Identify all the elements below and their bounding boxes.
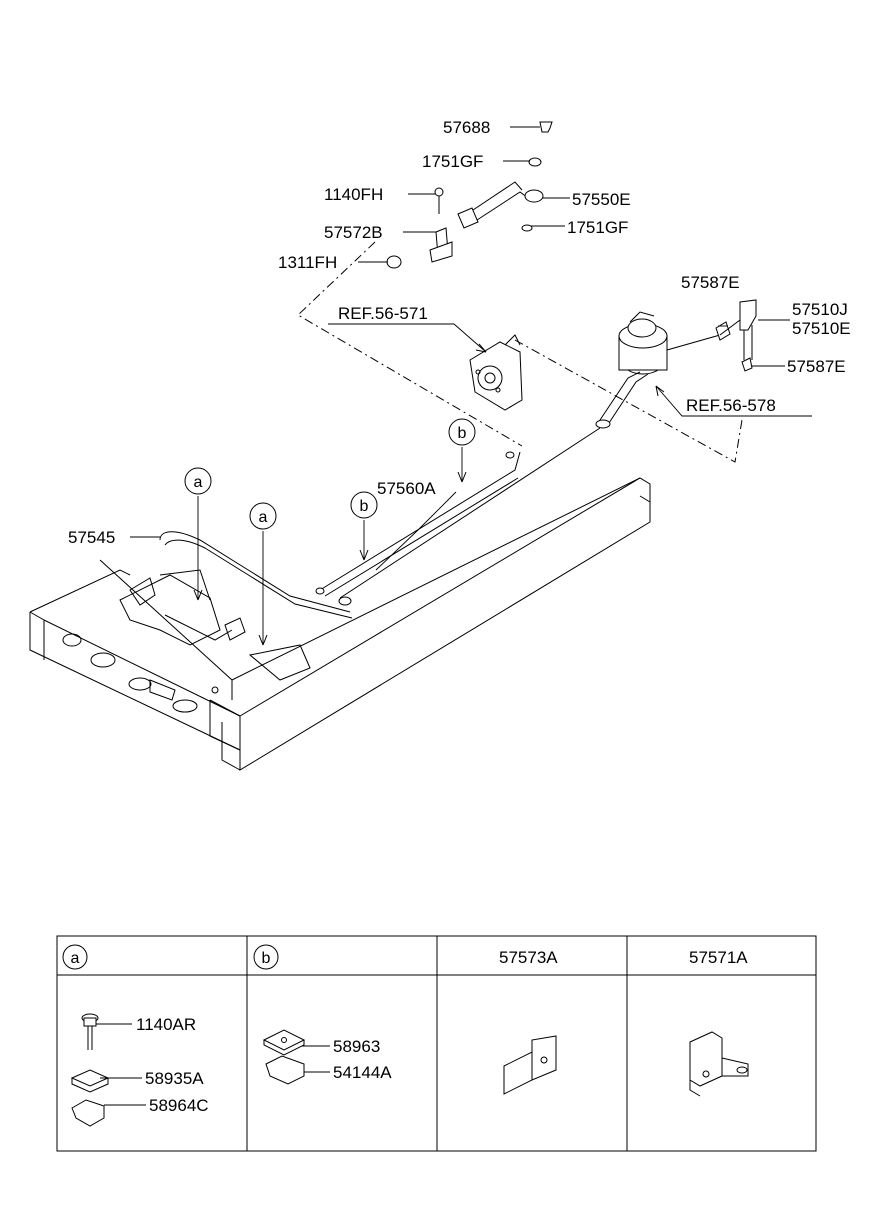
bracket-57571a-drawing bbox=[689, 1031, 749, 1097]
pressure-lines bbox=[159, 427, 601, 619]
cell-a-label-58964c: 58964C bbox=[149, 1096, 209, 1115]
reference-outline bbox=[297, 241, 743, 463]
cell-a-label-58935a: 58935A bbox=[145, 1069, 204, 1088]
svg-text:a: a bbox=[71, 950, 80, 967]
svg-text:b: b bbox=[458, 425, 467, 442]
power-steering-pump bbox=[469, 334, 523, 411]
label-1311fh: 1311FH bbox=[278, 253, 337, 272]
label-57587e-bot: 57587E bbox=[787, 357, 846, 376]
reservoir bbox=[595, 299, 757, 429]
cell-b-drawing bbox=[262, 1029, 330, 1085]
marker-a-1: a bbox=[184, 467, 212, 495]
label-ref-56-578: REF.56-578 bbox=[686, 396, 776, 415]
chassis-frame bbox=[29, 477, 651, 771]
label-57510e: 57510E bbox=[792, 319, 851, 338]
label-57572b: 57572B bbox=[324, 223, 383, 242]
label-57560a: 57560A bbox=[377, 479, 436, 498]
label-57587e-top: 57587E bbox=[681, 273, 740, 292]
table-header-b: b bbox=[253, 944, 279, 970]
marker-b-1: b bbox=[448, 418, 476, 446]
label-57510j: 57510J bbox=[792, 300, 848, 319]
label-57545: 57545 bbox=[68, 528, 115, 547]
cell-b-label-54144a: 54144A bbox=[333, 1063, 392, 1082]
marker-a-2: a bbox=[249, 502, 277, 530]
label-1751gf-top: 1751GF bbox=[422, 152, 483, 171]
svg-text:a: a bbox=[259, 509, 268, 526]
svg-text:b: b bbox=[262, 950, 271, 967]
marker-b-2: b bbox=[350, 491, 378, 519]
label-1140fh: 1140FH bbox=[324, 185, 383, 204]
table-header-57571a: 57571A bbox=[689, 948, 748, 967]
hose-assembly bbox=[386, 121, 553, 269]
leader-lines bbox=[130, 126, 812, 646]
label-1751gf-mid: 1751GF bbox=[567, 218, 628, 237]
svg-text:b: b bbox=[360, 498, 369, 515]
callout-labels: 57688 1751GF 1140FH 57550E 57572B 1751GF… bbox=[68, 118, 851, 547]
label-ref-56-571: REF.56-571 bbox=[338, 304, 428, 323]
svg-text:a: a bbox=[194, 474, 203, 491]
cell-a-label-1140ar: 1140AR bbox=[136, 1015, 196, 1034]
bracket-57573a-drawing bbox=[503, 1035, 557, 1095]
table-header-a: a bbox=[62, 944, 88, 970]
label-57550e: 57550E bbox=[572, 190, 631, 209]
parts-table: a b 57573A 57571A 1140AR 58935A 58964C bbox=[56, 935, 817, 1152]
cell-b-label-58963: 58963 bbox=[333, 1037, 380, 1056]
table-header-57573a: 57573A bbox=[499, 948, 558, 967]
label-57688: 57688 bbox=[443, 118, 490, 137]
cell-a-drawing bbox=[70, 1013, 146, 1127]
